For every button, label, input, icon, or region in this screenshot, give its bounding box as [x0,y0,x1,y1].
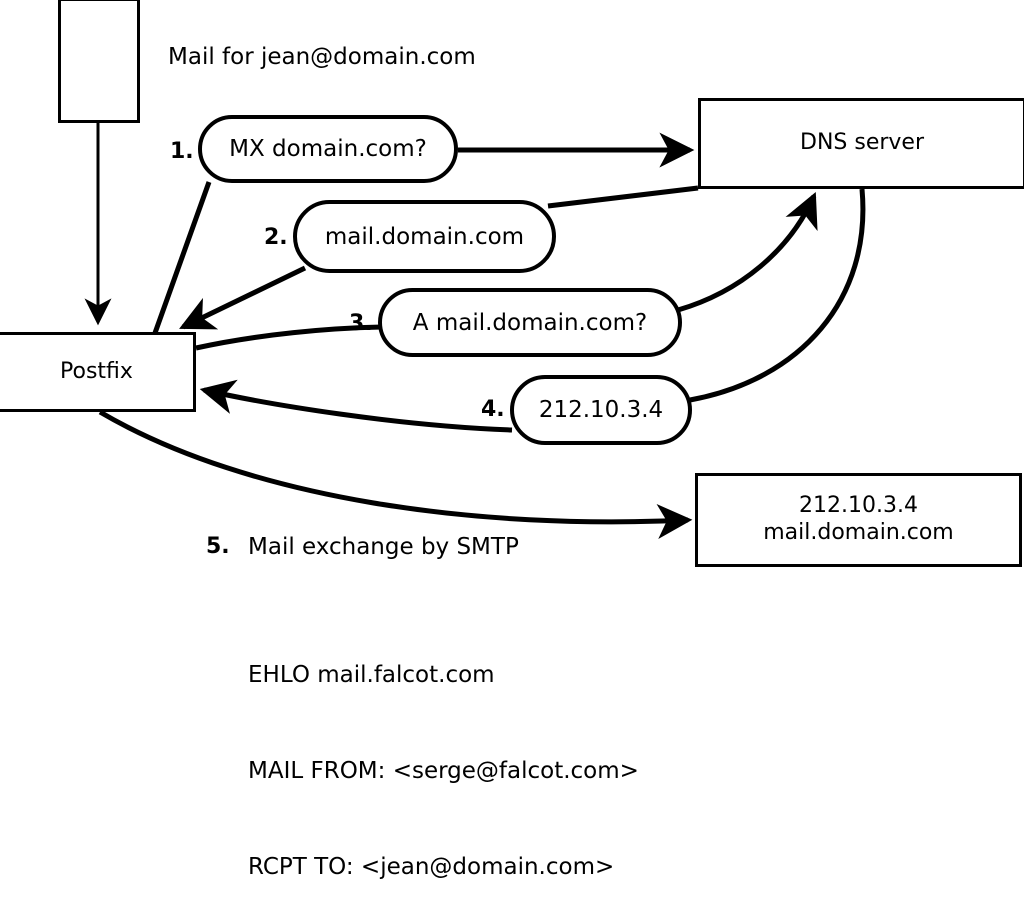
remote-mailserver-hostname: mail.domain.com [763,520,954,545]
connector-answer-to-postfix [179,265,307,330]
connector-postfix-to-a-query-pill [195,324,384,351]
postfix-node: Postfix [0,332,196,412]
step-1-pill: MX domain.com? [198,115,458,183]
step-2-pill: mail.domain.com [293,200,556,273]
step-2-label: mail.domain.com [324,223,525,250]
step-1-number: 1. [170,139,194,164]
remote-mailserver-ip: 212.10.3.4 [799,493,918,519]
connector-postfix-to-mailserver [98,409,693,539]
dns-server-node: DNS server [698,98,1024,189]
connector-postfix-to-mx-pill [152,181,212,334]
remote-mailserver-node: 212.10.3.4 mail.domain.com [695,473,1022,567]
step-4-label: 212.10.3.4 [538,397,664,423]
connector-dns-to-ip-pill [689,188,866,403]
connector-ip-answer-to-postfix [199,379,513,433]
step-5-label: Mail exchange by SMTP [248,534,519,560]
page-title: Mail for jean@domain.com [168,44,476,70]
connector-dns-to-answer-pill [547,185,699,209]
dns-server-label: DNS server [800,130,924,156]
step-3-pill: A mail.domain.com? [378,288,682,357]
postfix-label: Postfix [60,358,133,384]
transcript-line: RCPT TO: <jean@domain.com> [248,854,615,880]
step-2-number: 2. [264,225,288,250]
connector-a-query-to-dns [677,192,818,313]
step-3-number: 3. [349,311,373,336]
transcript-line: EHLO mail.falcot.com [248,662,495,688]
smtp-transcript: EHLO mail.falcot.com MAIL FROM: <serge@f… [248,595,639,919]
step-4-number: 4. [481,397,505,422]
transcript-line: MAIL FROM: <serge@falcot.com> [248,758,639,784]
step-1-label: MX domain.com? [229,136,427,162]
step-5-number: 5. [206,534,230,559]
step-4-pill: 212.10.3.4 [510,375,692,445]
sender-node [58,0,140,123]
step-3-label: A mail.domain.com? [412,309,648,336]
